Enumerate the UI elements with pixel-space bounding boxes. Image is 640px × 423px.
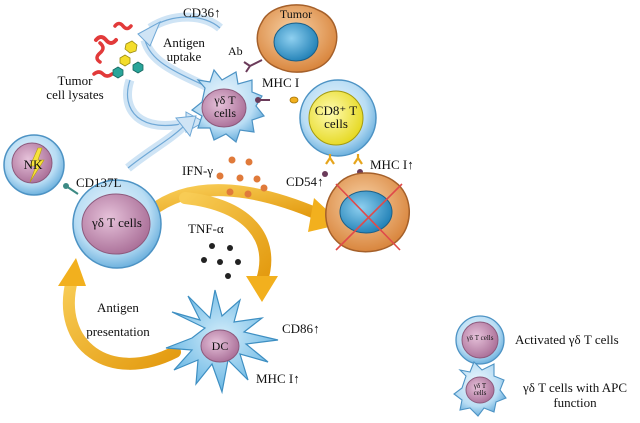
gd-t-cell-main <box>72 179 162 269</box>
label-cd137l: CD137L <box>76 175 122 190</box>
label-mhc1-right: MHC I↑ <box>370 157 414 172</box>
mhc-marker-top <box>255 96 299 104</box>
label-ab: Ab <box>228 44 243 58</box>
label-cd54: CD54↑ <box>286 174 324 189</box>
arrow-uptake-loop <box>123 12 223 133</box>
cell-label-tumor: Tumor <box>279 7 313 21</box>
arrow-activation <box>125 115 197 172</box>
legend-icon-apc <box>453 361 507 417</box>
label-cd86: CD86↑ <box>282 321 320 336</box>
antibody-icon <box>243 59 263 73</box>
tumor-cell-killed <box>325 172 411 253</box>
label-mhc1-top: MHC I <box>262 75 300 90</box>
legend-row1-label: Activated γδ T cells <box>515 332 619 347</box>
legend-icon-activated <box>455 315 505 365</box>
cell-label-dc: DC <box>211 339 229 353</box>
tnf-alpha-dots <box>201 243 241 279</box>
tumor-cell-top <box>256 4 338 73</box>
label-tnf-alpha: TNF-α <box>188 221 224 236</box>
ifn-gamma-dots <box>216 156 268 198</box>
legend-row1-icon-text: γδ T cells <box>466 334 494 342</box>
label-mhc1-dc: MHC I↑ <box>256 371 300 386</box>
nk-cell <box>3 134 79 196</box>
dendritic-cell <box>165 289 279 395</box>
cell-label-nk: NK <box>23 157 43 172</box>
arrow-to-dc <box>179 192 278 302</box>
label-ifn-gamma: IFN-γ <box>182 163 214 178</box>
arrow-antigen-presentation <box>58 258 181 370</box>
gd-t-cell-apc <box>190 68 266 144</box>
cd8-t-cell <box>299 79 377 157</box>
cell-label-gd-main: γδ T cells <box>92 215 142 230</box>
tumor-lysate-fragments <box>92 21 144 79</box>
label-cd36: CD36↑ <box>183 5 221 20</box>
